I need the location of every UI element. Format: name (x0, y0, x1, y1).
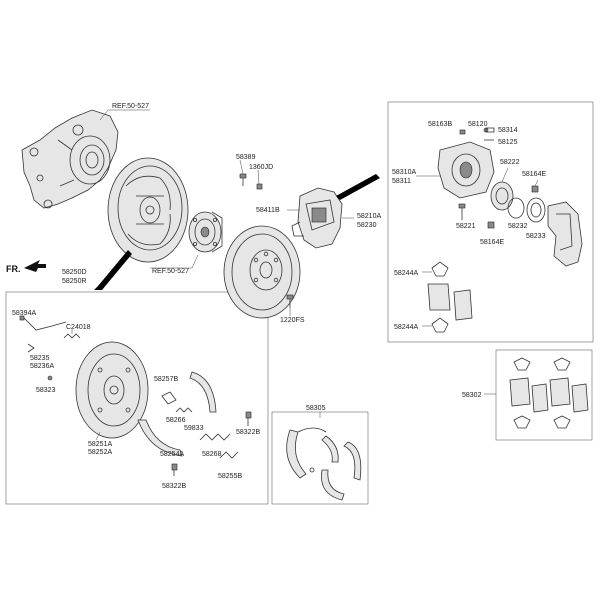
pin-58322B-b-part[interactable] (171, 463, 178, 476)
label-58322B-b[interactable]: 58322B (162, 483, 186, 490)
label-58232[interactable]: 58232 (508, 223, 528, 230)
caliper-housing-part[interactable] (437, 141, 495, 199)
shoe-upper-part[interactable] (189, 371, 217, 413)
seal-58232-part[interactable] (507, 197, 525, 219)
label-58164E-b[interactable]: 58164E (480, 239, 504, 246)
piston-58222-part[interactable] (490, 181, 514, 211)
label-58250D[interactable]: 58250D (62, 269, 87, 276)
p58164E-a-leader (534, 179, 539, 187)
label-58236A[interactable]: 58236A (30, 363, 54, 370)
parking-shoe-set-part[interactable] (286, 427, 362, 501)
label-58389[interactable]: 58389 (236, 154, 256, 161)
brake-pads-part[interactable] (427, 283, 473, 321)
label-58252A[interactable]: 58252A (88, 449, 112, 456)
ref-mid-leader (191, 254, 199, 269)
adjuster-58257B-part[interactable] (161, 391, 177, 405)
spring-58266-part[interactable] (175, 407, 193, 413)
p58389-leader (239, 159, 244, 175)
label-58302[interactable]: 58302 (462, 392, 482, 399)
label-58323[interactable]: 58323 (36, 387, 56, 394)
pad-clip-58244A-b-part[interactable] (431, 317, 449, 333)
label-58164E-a[interactable]: 58164E (522, 171, 546, 178)
pad-set-box (495, 349, 593, 441)
label-58322B-a[interactable]: 58322B (236, 429, 260, 436)
label-58255B[interactable]: 58255B (218, 473, 242, 480)
backing-plate-assembly[interactable] (107, 157, 189, 263)
label-58210A[interactable]: 58210A (357, 213, 381, 220)
pin-boot-58164E-b-part[interactable] (487, 221, 495, 229)
pin-58323-part[interactable] (47, 375, 53, 381)
screw-1220FS-part[interactable] (286, 294, 294, 308)
ref-top-leader (99, 109, 109, 121)
label-58230[interactable]: 58230 (357, 222, 377, 229)
ref-top-label[interactable]: REF.50-527 (112, 103, 149, 110)
brake-disc-part[interactable] (223, 225, 301, 319)
pad-set-part[interactable] (509, 357, 589, 429)
label-58310A[interactable]: 58310A (392, 169, 416, 176)
shoe-kit-box (5, 291, 269, 505)
label-58233[interactable]: 58233 (526, 233, 546, 240)
label-58311[interactable]: 58311 (392, 178, 411, 185)
front-direction-label: FR. (6, 264, 21, 274)
spring-58255B-part[interactable] (219, 451, 239, 459)
connector-slash-left (94, 250, 132, 290)
label-1220FS[interactable]: 1220FS (280, 317, 305, 324)
spring-58268-part[interactable] (199, 433, 231, 441)
connector-slash-right (336, 174, 380, 200)
pin-58322B-a-part[interactable] (245, 411, 252, 426)
label-58268[interactable]: 58268 (202, 451, 222, 458)
carrier-bracket-part[interactable] (547, 201, 583, 267)
label-58254A[interactable]: 58254A (160, 451, 184, 458)
front-arrow-icon (24, 260, 46, 272)
label-58235[interactable]: 58235 (30, 355, 50, 362)
label-58314[interactable]: 58314 (498, 127, 518, 134)
label-58305[interactable]: 58305 (306, 405, 326, 412)
label-1360JD[interactable]: 1360JD (249, 164, 273, 171)
label-58222[interactable]: 58222 (500, 159, 520, 166)
spring-58235-part[interactable] (27, 343, 35, 353)
label-58411B[interactable]: 58411B (256, 207, 280, 214)
ref-mid-label[interactable]: REF.50-527 (152, 268, 189, 275)
label-58125[interactable]: 58125 (498, 139, 518, 146)
label-58221[interactable]: 58221 (456, 223, 476, 230)
boot-58233-part[interactable] (526, 197, 546, 223)
guide-pin-58221-part[interactable] (458, 203, 466, 220)
label-58244A-b[interactable]: 58244A (394, 324, 418, 331)
backing-plate-58251A-part[interactable] (75, 341, 149, 439)
pad-clip-58244A-a-part[interactable] (431, 261, 449, 277)
caliper-box (387, 101, 594, 343)
p58251A-leader (95, 431, 101, 441)
label-59833[interactable]: 59833 (184, 425, 204, 432)
knuckle-part[interactable] (21, 109, 119, 209)
p58222-leader (501, 167, 509, 183)
label-58163B[interactable]: 58163B (428, 121, 452, 128)
lever-58394A-part[interactable] (19, 315, 67, 331)
label-58120[interactable]: 58120 (468, 121, 488, 128)
bolt-58163B-part[interactable] (459, 129, 466, 135)
label-58266[interactable]: 58266 (166, 417, 186, 424)
label-58257B[interactable]: 58257B (154, 376, 178, 383)
label-58244A-a[interactable]: 58244A (394, 270, 418, 277)
label-C24018[interactable]: C24018 (66, 324, 91, 331)
caliper-assembly-part[interactable] (291, 187, 343, 249)
clip-C24018-part[interactable] (63, 333, 81, 339)
shoe-58254A-part[interactable] (137, 419, 183, 457)
label-58250R[interactable]: 58250R (62, 278, 87, 285)
label-58394A[interactable]: 58394A (12, 310, 36, 317)
label-58251A[interactable]: 58251A (88, 441, 112, 448)
pin-boot-58164E-a-part[interactable] (531, 185, 539, 193)
hub-bearing-part[interactable] (188, 211, 223, 253)
p1360JD-leader (257, 169, 260, 185)
cap-58314-part[interactable] (485, 127, 495, 133)
